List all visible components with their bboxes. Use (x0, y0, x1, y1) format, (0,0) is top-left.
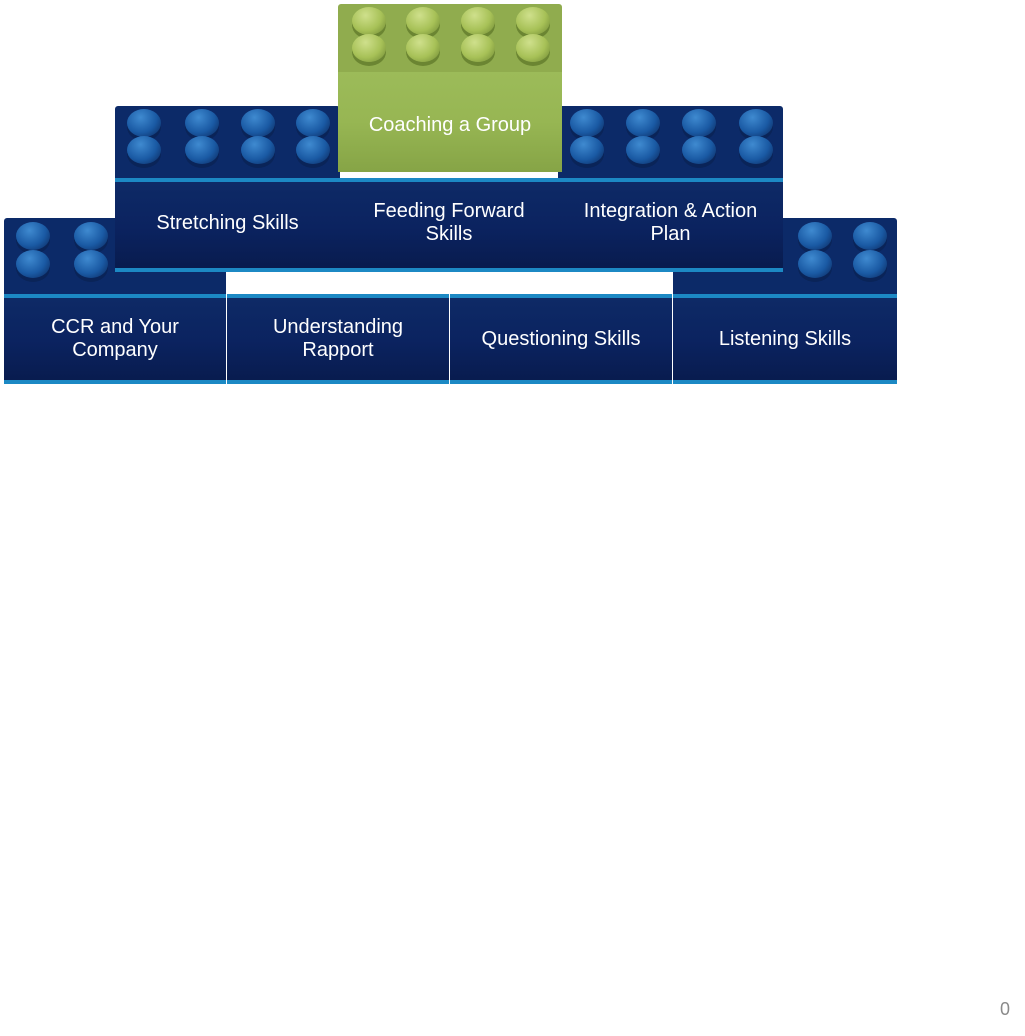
page-number: 0 (999, 999, 1010, 1019)
brick-coaching-a-group: Coaching a Group (338, 4, 562, 172)
brick-label-coaching-a-group: Coaching a Group (368, 113, 532, 136)
brick-label-listening-skills: Listening Skills (718, 327, 852, 350)
brick-questioning-skills: Questioning Skills (450, 218, 672, 388)
brick-studs (115, 106, 340, 182)
brick-label-understanding-rapport: Understanding Rapport (272, 316, 404, 361)
brick-studs (558, 106, 783, 182)
brick-stretching-skills: Stretching Skills (115, 106, 340, 276)
brick-label-integration-action-plan: Integration & Action Plan (583, 200, 758, 245)
brick-studs (338, 4, 562, 72)
brick-label-feeding-forward-skills: Feeding Forward Skills (373, 200, 525, 245)
brick-understanding-rapport: Understanding Rapport (227, 218, 449, 388)
brick-label-questioning-skills: Questioning Skills (481, 327, 641, 350)
brick-label-ccr-company: CCR and Your Company (51, 316, 179, 361)
brick-feeding-forward-skills: Feeding Forward Skills (339, 106, 559, 276)
brick-integration-action-plan: Integration & Action Plan (558, 106, 783, 276)
brick-label-stretching-skills: Stretching Skills (156, 211, 299, 234)
